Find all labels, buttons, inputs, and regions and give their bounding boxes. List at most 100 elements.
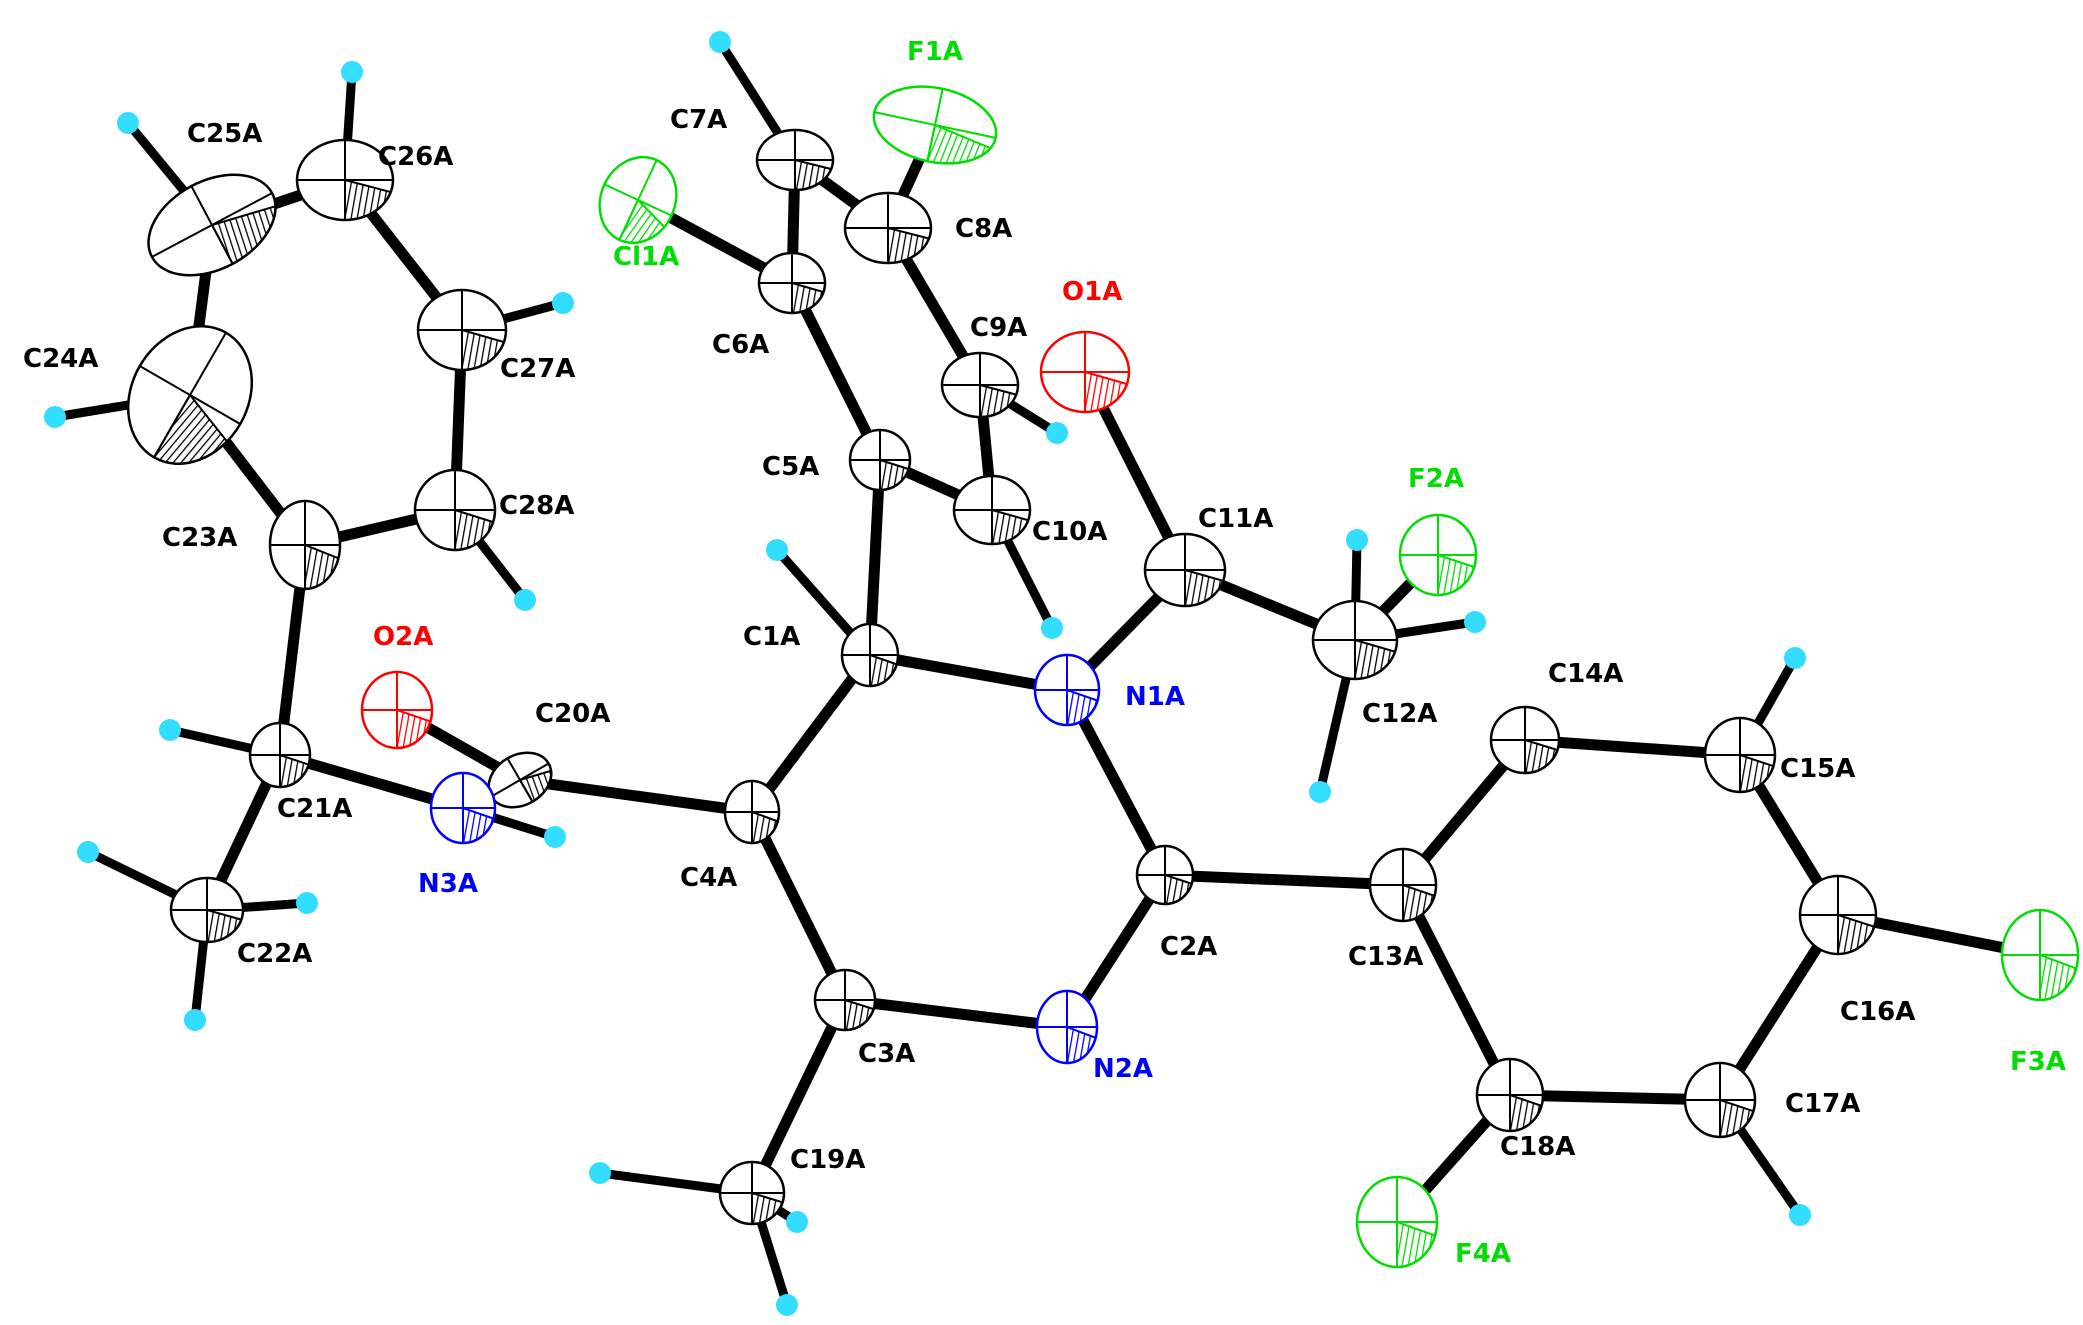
hydrogen-atom-c10a bbox=[1041, 617, 1063, 639]
bond-c4a-c20a bbox=[519, 774, 753, 818]
atom-c8a bbox=[843, 191, 933, 265]
atom-label-c25a: C25A bbox=[187, 119, 262, 149]
atom-axis-c24a bbox=[153, 332, 227, 458]
hydrogen-atom-c12a bbox=[1309, 781, 1331, 803]
atom-label-c9a: C9A bbox=[970, 313, 1027, 343]
atom-octant-c8a bbox=[887, 226, 931, 265]
atom-c9a bbox=[940, 351, 1020, 419]
atom-octant-c9a bbox=[979, 383, 1018, 419]
hydrogen-atom-c12a bbox=[1464, 611, 1486, 633]
atom-label-cl1a: Cl1A bbox=[613, 242, 679, 272]
atom-c5a bbox=[848, 428, 912, 492]
atom-octant-c28a bbox=[454, 508, 495, 552]
atom-axis-c20a bbox=[506, 757, 534, 803]
atom-c15a bbox=[1703, 716, 1777, 794]
atom-octant-c22a bbox=[206, 908, 243, 944]
hydrogen-atoms-layer bbox=[44, 31, 1811, 1316]
atom-label-c23a: C23A bbox=[162, 523, 237, 553]
hydrogen-atom-c22a bbox=[184, 1009, 206, 1031]
atom-label-c11a: C11A bbox=[1198, 504, 1273, 534]
atom-n1a bbox=[1033, 653, 1101, 727]
atom-label-c13a: C13A bbox=[1348, 942, 1423, 972]
atom-c22a bbox=[169, 876, 245, 944]
hydrogen-atom-c15a bbox=[1784, 647, 1806, 669]
atom-octant-f4a bbox=[1396, 1220, 1437, 1269]
atom-label-f1a: F1A bbox=[907, 37, 963, 67]
atom-label-c26a: C26A bbox=[378, 142, 453, 172]
atom-c27a bbox=[416, 288, 508, 372]
atom-c3a bbox=[813, 968, 877, 1032]
atom-c16a bbox=[1798, 874, 1878, 956]
hydrogen-atom-c24a bbox=[44, 406, 66, 428]
atom-octant-c23a bbox=[304, 543, 340, 591]
atom-label-c4a: C4A bbox=[680, 863, 737, 893]
atom-cl1a bbox=[598, 155, 678, 245]
atom-label-c20a: C20A bbox=[535, 699, 610, 729]
atom-label-n3a: N3A bbox=[418, 869, 478, 899]
hydrogen-atom-c7a bbox=[709, 31, 731, 53]
atom-octant-o1a bbox=[1084, 370, 1129, 414]
atom-c24a bbox=[126, 324, 254, 466]
atom-octant-c7a bbox=[794, 158, 833, 192]
atom-axis-c25a bbox=[190, 185, 234, 265]
atom-label-o2a: O2A bbox=[373, 622, 433, 652]
atom-octant-c10a bbox=[991, 508, 1030, 546]
atom-c11a bbox=[1143, 532, 1227, 608]
atom-c14a bbox=[1489, 705, 1561, 775]
bond-c1a-c5a bbox=[864, 459, 886, 656]
atom-f1a bbox=[872, 85, 998, 165]
atom-label-c12a: C12A bbox=[1362, 699, 1437, 729]
atom-c28a bbox=[413, 468, 497, 552]
hydrogen-atom-c9a bbox=[1046, 422, 1068, 444]
hydrogen-atom-c19a bbox=[786, 1211, 808, 1233]
atom-label-c16a: C16A bbox=[1840, 997, 1915, 1027]
atom-c23a bbox=[268, 499, 342, 591]
hydrogen-atom-n3a bbox=[544, 826, 566, 848]
hydrogen-atom-c26a bbox=[341, 61, 363, 83]
atom-axis-cl1a bbox=[618, 159, 658, 241]
atom-label-c15a: C15A bbox=[1780, 754, 1855, 784]
atom-label-c10a: C10A bbox=[1032, 517, 1107, 547]
atom-c1a bbox=[840, 622, 900, 688]
atom-axis-f1a bbox=[926, 88, 944, 162]
atom-octant-cl1a bbox=[618, 198, 666, 244]
atom-label-c17a: C17A bbox=[1785, 1089, 1860, 1119]
atom-label-o1a: O1A bbox=[1062, 277, 1122, 307]
atom-octant-o2a bbox=[396, 708, 432, 750]
atom-label-c21a: C21A bbox=[277, 794, 352, 824]
hydrogen-atom-c22a bbox=[77, 841, 99, 863]
bond-c3a-c19a bbox=[747, 997, 850, 1196]
atom-label-c5a: C5A bbox=[762, 452, 819, 482]
atom-octant-c24a bbox=[152, 393, 229, 465]
atom-label-c14a: C14A bbox=[1548, 659, 1623, 689]
atom-octant-f2a bbox=[1437, 553, 1476, 597]
atom-n2a bbox=[1035, 989, 1099, 1065]
atoms-layer bbox=[126, 85, 2080, 1269]
atom-o1a bbox=[1039, 330, 1131, 414]
atom-label-c19a: C19A bbox=[790, 1145, 865, 1175]
bond-c3a-n2a bbox=[844, 994, 1068, 1033]
hydrogen-atom-c19a bbox=[589, 1162, 611, 1184]
atom-label-c3a: C3A bbox=[858, 1039, 915, 1069]
atom-c25a bbox=[147, 173, 277, 277]
atom-octant-c16a bbox=[1837, 913, 1876, 956]
atom-octant-f1a bbox=[926, 123, 992, 165]
atom-octant-c13a bbox=[1402, 883, 1436, 923]
bond-c13a-c18a bbox=[1398, 882, 1515, 1098]
atom-label-c1a: C1A bbox=[743, 622, 800, 652]
atom-label-c2a: C2A bbox=[1160, 932, 1217, 962]
atom-octant-c17a bbox=[1719, 1098, 1755, 1139]
atom-octant-c27a bbox=[461, 328, 506, 372]
atom-label-c22a: C22A bbox=[237, 939, 312, 969]
atom-c21a bbox=[248, 721, 312, 789]
atom-c13a bbox=[1368, 847, 1438, 923]
atom-octant-c11a bbox=[1184, 568, 1225, 608]
atom-label-c28a: C28A bbox=[499, 491, 574, 521]
atom-octant-c25a bbox=[210, 205, 277, 266]
atom-octant-c15a bbox=[1739, 753, 1775, 794]
atom-label-c8a: C8A bbox=[955, 214, 1012, 244]
atom-label-f3a: F3A bbox=[2010, 1047, 2066, 1077]
atom-octant-f3a bbox=[2039, 953, 2078, 1002]
atom-n3a bbox=[429, 771, 497, 845]
